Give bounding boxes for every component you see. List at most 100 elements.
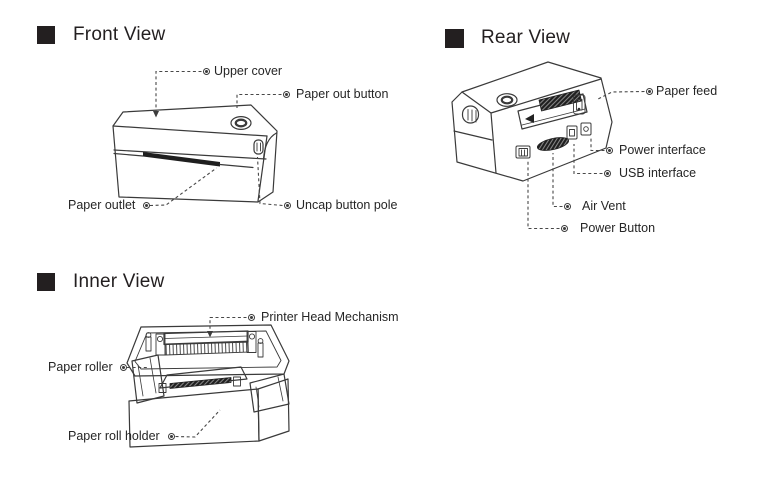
callout-line-uncap-button-pole <box>256 156 283 207</box>
label-paper-out-button: Paper out button <box>283 88 388 101</box>
inner-view-heading: Inner View <box>37 272 164 292</box>
inner-left-wing <box>131 354 165 404</box>
label-text: Paper roller <box>48 360 113 374</box>
label-paper-roller: Paper roller <box>48 361 113 374</box>
inner-post-right <box>257 342 264 358</box>
label-air-vent: Air Vent <box>564 200 626 213</box>
section-title: Front View <box>73 24 166 45</box>
inner-printer-drawing <box>126 324 290 448</box>
inner-printhead-comb <box>164 340 249 356</box>
rear-guide-dot <box>577 107 581 111</box>
label-text: Power interface <box>619 143 706 157</box>
rear-side-button <box>461 105 480 124</box>
front-paper-out-button-ring <box>234 118 248 128</box>
callout-line-air-vent <box>552 153 563 208</box>
front-uncap-button <box>253 139 264 155</box>
rear-power-jack-pin <box>583 126 589 132</box>
label-power-button: Power Button <box>561 222 655 235</box>
black-square-icon <box>37 26 55 44</box>
rear-top-button-ring <box>500 95 514 105</box>
section-title: Rear View <box>481 27 571 48</box>
label-text: USB interface <box>619 166 697 180</box>
inner-left-wing-lines <box>137 357 157 397</box>
rear-top-edge <box>490 78 602 114</box>
inner-printhead-line <box>163 335 249 339</box>
black-square-icon <box>445 28 464 48</box>
callout-marker-icon <box>283 91 290 98</box>
rear-paper-guide-tab <box>573 94 586 115</box>
inner-post-right-screw <box>257 338 264 344</box>
label-upper-cover: Upper cover <box>203 65 282 78</box>
label-text: Upper cover <box>214 64 283 78</box>
label-paper-roll-holder: Paper roll holder <box>68 430 160 443</box>
label-printer-head-mechanism: Printer Head Mechanism <box>248 311 399 324</box>
callout-marker-icon <box>142 202 150 209</box>
rear-feed-arrow <box>525 114 534 123</box>
callout-marker-icon <box>564 203 571 210</box>
rear-power-switch <box>515 145 531 159</box>
rear-side-button-lines <box>467 109 477 123</box>
rear-usb-port-inner <box>569 129 575 137</box>
label-power-interface: Power interface <box>606 144 706 157</box>
callout-marker-icon <box>284 202 291 209</box>
callout-marker-icon <box>604 170 611 177</box>
callout-marker-icon <box>119 364 127 371</box>
label-paper-outlet: Paper outlet <box>68 199 135 212</box>
rear-power-switch-inner <box>518 148 528 157</box>
callout-marker-icon <box>168 433 175 440</box>
callout-line-usb-interface <box>573 144 603 175</box>
rear-top-button-hole <box>496 93 518 107</box>
rear-body-outline <box>451 61 613 182</box>
label-text: Air Vent <box>582 199 626 213</box>
black-square-icon <box>37 273 55 291</box>
inner-post-left <box>145 336 152 352</box>
callout-line-paper-roll-holder <box>175 409 221 438</box>
label-usb-interface: USB interface <box>604 167 696 180</box>
front-side-groove <box>262 132 278 160</box>
label-uncap-button-pole: Uncap button pole <box>284 199 397 212</box>
label-text: Paper feed <box>656 84 718 98</box>
inner-paper-roller <box>169 377 232 389</box>
front-slot-line <box>219 163 254 169</box>
callout-line-upper-cover <box>155 70 202 112</box>
rear-view-heading: Rear View <box>445 28 570 48</box>
front-body-outline <box>112 104 278 203</box>
section-title: Inner View <box>73 271 165 292</box>
label-text: Paper out button <box>296 87 389 101</box>
front-view-heading: Front View <box>37 25 165 45</box>
arrow-printer-head <box>207 331 213 338</box>
callout-marker-icon <box>606 147 613 154</box>
rear-printer-drawing <box>451 61 613 182</box>
callout-marker-icon <box>203 68 210 75</box>
inner-screw-left <box>156 335 164 343</box>
callout-arrowheads <box>153 111 213 338</box>
inner-lid-inner <box>134 330 282 370</box>
label-paper-feed: Paper feed <box>646 85 717 98</box>
callout-marker-icon <box>561 225 568 232</box>
label-text: Power Button <box>580 221 656 235</box>
callout-line-power-interface <box>590 136 605 152</box>
front-upper-cover-face <box>112 125 268 137</box>
label-text: Printer Head Mechanism <box>261 310 399 324</box>
inner-roller-clip-right <box>233 376 241 387</box>
rear-air-vent <box>536 137 570 151</box>
inner-post-left-screw <box>145 332 152 338</box>
callout-marker-icon <box>248 314 255 321</box>
rear-left-face-edge <box>461 91 497 174</box>
rear-power-switch-lines <box>521 149 525 156</box>
inner-roller-clip-left <box>158 383 167 393</box>
callout-lines <box>127 70 645 438</box>
rear-usb-port <box>566 125 578 140</box>
rear-left-face-seam <box>453 130 493 141</box>
callout-marker-icon <box>646 88 653 95</box>
inner-screw-right <box>248 333 256 340</box>
rear-feed-recess-shelf <box>521 108 586 126</box>
rear-power-jack <box>580 122 592 136</box>
label-text: Paper roll holder <box>68 429 160 443</box>
label-text: Paper outlet <box>68 198 136 212</box>
callout-line-paper-outlet <box>149 167 217 207</box>
inner-base-side <box>257 378 290 442</box>
front-lid-seam <box>113 149 267 160</box>
